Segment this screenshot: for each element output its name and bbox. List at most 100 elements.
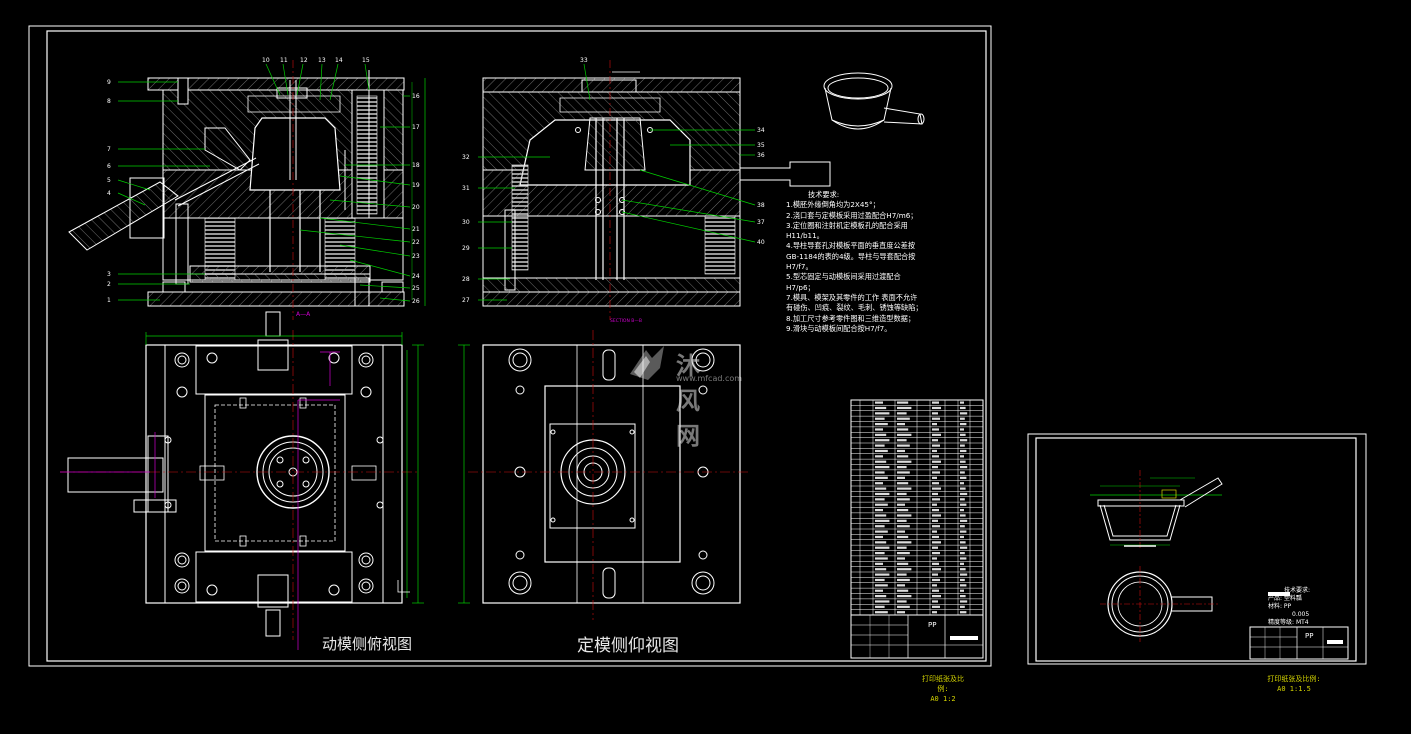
bom-cell-text xyxy=(932,595,941,598)
bom-cell-text xyxy=(960,498,965,501)
bill-of-materials-table[interactable] xyxy=(850,399,984,616)
balloon-3: 3 xyxy=(107,271,111,278)
balloon-33: 33 xyxy=(580,57,588,64)
bom-cell-text xyxy=(960,552,965,555)
tech-note-line: H7/f7。 xyxy=(786,262,813,272)
part-section-view[interactable] xyxy=(1090,470,1223,548)
balloon-26: 26 xyxy=(412,298,420,305)
bom-cell-text xyxy=(875,417,885,420)
bom-cell-text xyxy=(932,530,937,533)
bom-cell-text xyxy=(897,552,910,555)
bom-cell-text xyxy=(960,562,964,565)
main-print-label: 打印纸张及比例: xyxy=(922,675,964,693)
bom-cell-text xyxy=(932,455,939,458)
bom-cell-text xyxy=(960,492,968,496)
bom-cell-text xyxy=(960,503,967,506)
bom-cell-text xyxy=(875,406,887,410)
bom-cell-text xyxy=(875,487,887,490)
bom-cell-text xyxy=(932,466,938,469)
bom-cell-text xyxy=(875,535,883,539)
tech-note-line: 4.导柱导套孔对模板平面的垂直度公差按 xyxy=(786,241,916,251)
part-title-material: PP xyxy=(1305,632,1314,640)
bom-cell-text xyxy=(932,417,940,420)
bom-cell-text xyxy=(897,449,905,453)
watermark-url: www.mfcad.com xyxy=(676,374,743,383)
tech-note-line: 3.定位圈和注射机定模板孔的配合采用 xyxy=(786,220,908,230)
bom-cell-text xyxy=(897,492,907,496)
fixed-half-plan-view[interactable] xyxy=(458,330,750,620)
bom-cell-text xyxy=(875,578,885,582)
bom-cell-text xyxy=(960,546,968,549)
bom-cell-text xyxy=(897,530,905,533)
bom-cell-text xyxy=(932,498,940,501)
bom-cell-text xyxy=(960,449,967,453)
balloon-34: 34 xyxy=(757,127,765,134)
bom-cell-text xyxy=(932,460,941,463)
bom-cell-text xyxy=(960,589,964,592)
bom-cell-text xyxy=(960,535,964,539)
bom-cell-text xyxy=(960,568,966,571)
bom-cell-text xyxy=(897,595,912,598)
balloon-23: 23 xyxy=(412,253,420,260)
balloon-13: 13 xyxy=(318,57,326,64)
bom-cell-text xyxy=(897,439,907,442)
bom-cell-text xyxy=(875,466,890,469)
bom-cell-text xyxy=(932,546,938,549)
bom-cell-text xyxy=(960,466,968,469)
bom-cell-text xyxy=(875,460,887,463)
bom-cell-text xyxy=(932,428,939,431)
balloon-6: 6 xyxy=(107,163,111,170)
balloon-12: 12 xyxy=(300,57,308,64)
balloon-16: 16 xyxy=(412,93,420,100)
part-plan-view[interactable] xyxy=(1100,566,1220,642)
bom-cell-text xyxy=(897,428,909,431)
bom-cell-text xyxy=(897,509,909,512)
bom-cell-text xyxy=(897,482,909,485)
bom-cell-text xyxy=(875,455,883,458)
part-shrink-bar xyxy=(1268,592,1290,596)
bom-cell-text xyxy=(932,444,940,447)
balloon-7: 7 xyxy=(107,146,111,153)
main-title-block[interactable] xyxy=(850,614,984,659)
bom-cell-text xyxy=(875,595,887,598)
balloon-30: 30 xyxy=(462,219,470,226)
tech-note-line: GB-1184的表的4级。导柱与导套配合按 xyxy=(786,251,916,261)
bom-cell-text xyxy=(932,509,939,512)
bom-cell-text xyxy=(875,503,888,506)
tech-note-line: H11/b11。 xyxy=(786,231,824,241)
bom-cell-text xyxy=(875,546,890,549)
bom-cell-text xyxy=(932,412,938,415)
bom-cell-text xyxy=(932,439,938,442)
bom-cell-text xyxy=(932,573,938,576)
part-title-block[interactable] xyxy=(1249,626,1349,660)
bom-cell-text xyxy=(897,578,910,582)
balloon-25: 25 xyxy=(412,285,420,292)
bom-cell-text xyxy=(897,557,905,560)
balloon-8: 8 xyxy=(107,98,111,105)
bom-cell-text xyxy=(960,471,965,474)
bom-cell-text xyxy=(897,498,910,501)
bom-cell-text xyxy=(875,428,883,431)
bom-cell-text xyxy=(960,578,965,582)
bom-cell-text xyxy=(960,605,965,608)
bom-cell-text xyxy=(897,568,912,571)
bom-cell-text xyxy=(875,449,888,453)
bom-cell-text xyxy=(960,530,967,533)
bom-cell-text xyxy=(897,401,909,404)
balloon-35: 35 xyxy=(757,142,765,149)
bom-cell-text xyxy=(897,433,912,436)
balloon-4: 4 xyxy=(107,190,111,197)
section-b-b-view[interactable]: 33 32 31 30 29 28 27 34 35 36 38 37 40 S… xyxy=(462,57,831,324)
tech-note-line: 1.模胚外缘倒角均为2X45°； xyxy=(786,200,880,210)
bom-cell-text xyxy=(932,578,940,582)
bom-cell-text xyxy=(960,476,967,479)
product-3d-view[interactable] xyxy=(823,72,925,130)
watermark: 沐风网 www.mfcad.com xyxy=(626,344,742,450)
bom-cell-text xyxy=(932,519,938,522)
section-b-b-label: SECTION B—B xyxy=(610,318,642,324)
balloon-24: 24 xyxy=(412,273,420,280)
bom-cell-text xyxy=(875,519,890,522)
section-a-a-view[interactable]: 9 8 7 6 5 4 3 2 1 10 11 12 13 14 15 16 1… xyxy=(68,57,426,320)
moving-half-plan-view[interactable] xyxy=(60,311,424,650)
